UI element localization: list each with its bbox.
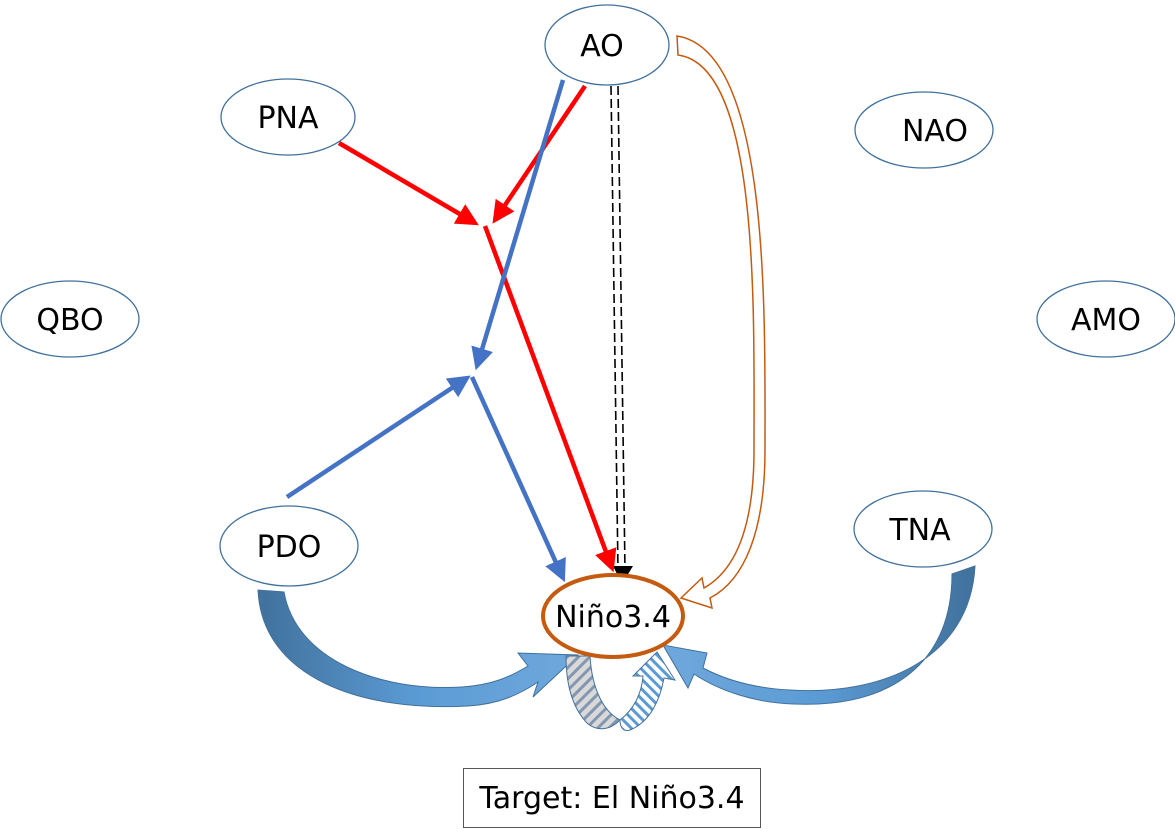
curved-arrow-pdo-to-nino	[257, 589, 580, 708]
node-nino: Niño3.4	[541, 573, 685, 659]
self-loop-outgoing	[565, 655, 621, 730]
node-tna-label: TNA	[888, 513, 951, 548]
node-amo: AMO	[1036, 280, 1175, 358]
node-nao: NAO	[854, 91, 994, 169]
node-pdo: PDO	[219, 505, 359, 587]
node-qbo-label: QBO	[36, 303, 103, 338]
target-label-box: Target: El Niño3.4	[463, 768, 761, 828]
orange-arrow-ao-to-nino	[676, 35, 766, 610]
node-qbo: QBO	[0, 280, 140, 358]
curved-arrow-tna-to-nino	[662, 565, 976, 705]
target-label: Target: El Niño3.4	[479, 780, 745, 816]
dashed-arrow-ao-to-nino	[610, 85, 619, 571]
node-tna: TNA	[853, 490, 993, 568]
node-pna: PNA	[220, 78, 356, 156]
dashed-arrow-ao-to-nino-b	[617, 85, 626, 571]
node-nino-label: Niño3.4	[555, 600, 671, 635]
node-pdo-label: PDO	[257, 530, 322, 565]
blue-arrow-pdo	[285, 375, 471, 499]
node-ao-label: AO	[580, 29, 624, 64]
blue-arrow-ao	[471, 79, 566, 371]
node-amo-label: AMO	[1071, 303, 1141, 338]
self-loop-incoming	[619, 651, 677, 731]
node-nao-label: NAO	[902, 114, 968, 149]
blue-arrow-to-nino	[469, 376, 566, 583]
node-pna-label: PNA	[257, 101, 319, 136]
red-arrow-to-nino	[482, 225, 617, 573]
node-ao: AO	[544, 4, 670, 86]
red-arrow-pna	[337, 141, 479, 226]
